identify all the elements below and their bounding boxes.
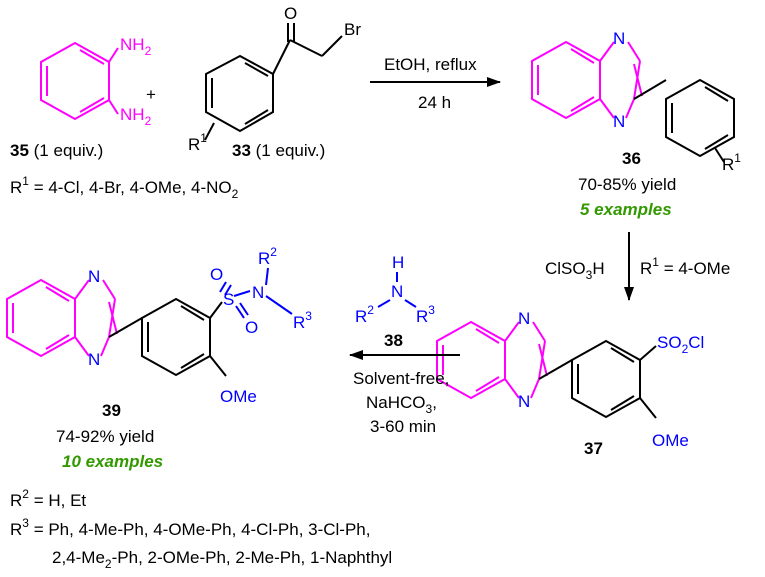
- r3-definition-line2: 2,4-Me2-Ph, 2-OMe-Ph, 2-Me-Ph, 1-Naphthy…: [52, 548, 392, 571]
- svg-text:R1: R1: [188, 131, 207, 154]
- step3-base: NaHCO3,: [366, 393, 437, 416]
- sulfonamide-nitrogen: N: [252, 283, 264, 302]
- svg-text:R3: R3: [293, 309, 312, 332]
- compound-37-number: 37: [584, 439, 603, 458]
- step3-solvent: Solvent-free,: [353, 369, 449, 388]
- sulfur-39: S: [223, 290, 234, 309]
- sulfonyl-oxygen-bottom: O: [245, 318, 258, 337]
- compound-38: H N R2 R3: [355, 253, 435, 326]
- step1-reagent: EtOH, reflux: [384, 55, 477, 74]
- step2-reagent: ClSO3H: [545, 259, 605, 282]
- compound-39-yield: 74-92% yield: [56, 427, 154, 446]
- step2-condition: R1 = 4-OMe: [640, 255, 730, 278]
- n4-37: N: [518, 392, 530, 411]
- compound-37: N N SO2Cl OMe 37: [436, 309, 704, 458]
- compound-36: N N R1 36 70-85% yield 5 examples: [531, 29, 741, 219]
- r2-definition: R2 = H, Et: [10, 487, 86, 510]
- amine-hydrogen: H: [392, 253, 404, 272]
- compound-39: N N S O O N R2 R3 OMe 39 74-92% yield: [6, 245, 312, 471]
- r1-substituent-33: R: [188, 135, 200, 154]
- r1-substituent-36: R: [722, 155, 734, 174]
- methoxy-39: OMe: [220, 387, 257, 406]
- compound-33: [204, 23, 343, 141]
- svg-text:R3: R3: [416, 303, 435, 326]
- n4-39: N: [88, 350, 100, 369]
- bromine: Br: [344, 20, 361, 39]
- r1-definition: R1 = 4-Cl, 4-Br, 4-OMe, 4-NO2: [10, 174, 239, 201]
- carbonyl-oxygen: O: [284, 4, 297, 23]
- r2-sulfonamide: R: [258, 249, 270, 268]
- r2-amine: R: [355, 307, 367, 326]
- compound-36-yield: 70-85% yield: [578, 175, 676, 194]
- svg-text:R1: R1: [722, 151, 741, 174]
- n4-36: N: [613, 112, 625, 131]
- n1-36: N: [613, 29, 625, 48]
- compound-35-number: 35: [10, 141, 29, 160]
- nh2-bottom: NH: [120, 105, 145, 124]
- compound-36-number: 36: [622, 149, 641, 168]
- svg-text:NH2: NH2: [120, 35, 152, 58]
- r3-definition-line1: R3 = Ph, 4-Me-Ph, 4-OMe-Ph, 4-Cl-Ph, 3-C…: [10, 516, 371, 539]
- sulfonyl-chloride-group: SO2Cl: [657, 333, 704, 356]
- compound-39-examples: 10 examples: [62, 452, 163, 471]
- svg-text:R2: R2: [355, 303, 374, 326]
- compound-33-number: 33: [232, 141, 251, 160]
- plus-sign: +: [146, 85, 156, 104]
- step3-time: 3-60 min: [370, 417, 436, 436]
- compound-35: NH2 NH2 35 (1 equiv.): [10, 35, 152, 160]
- compound-36-examples: 5 examples: [580, 200, 672, 219]
- compound-39-number: 39: [102, 401, 121, 420]
- svg-text:33 (1 equiv.): 33 (1 equiv.): [232, 141, 325, 160]
- n1-39: N: [88, 267, 100, 286]
- compound-35-equiv: (1 equiv.): [29, 141, 103, 160]
- methoxy-37: OMe: [652, 431, 689, 450]
- n1-37: N: [518, 309, 530, 328]
- nh2-top: NH: [120, 35, 145, 54]
- compound-38-number: 38: [384, 331, 403, 350]
- svg-text:NH2: NH2: [120, 105, 152, 128]
- step1-time: 24 h: [418, 93, 451, 112]
- svg-text:R2: R2: [258, 245, 277, 268]
- compound-33-equiv: (1 equiv.): [251, 141, 325, 160]
- benzene-ring-35: [40, 41, 110, 121]
- r3-amine: R: [416, 307, 428, 326]
- amine-nitrogen: N: [391, 282, 403, 301]
- svg-text:35 (1 equiv.): 35 (1 equiv.): [10, 141, 103, 160]
- sulfonyl-oxygen-top: O: [210, 265, 223, 284]
- r3-sulfonamide: R: [293, 313, 305, 332]
